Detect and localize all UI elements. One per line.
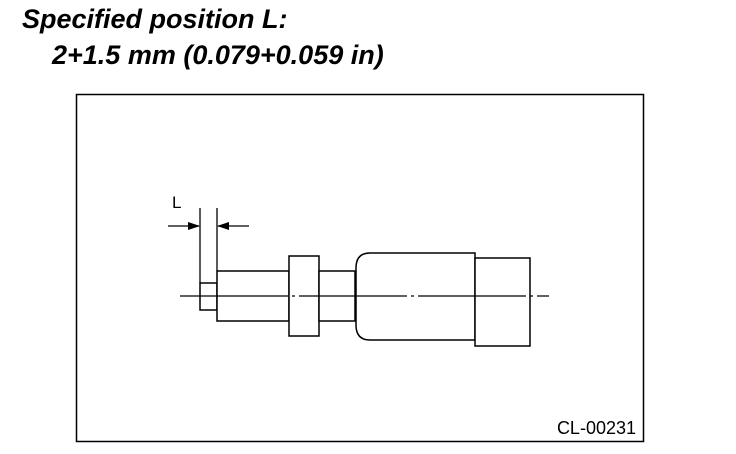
spec-value: 2+1.5 mm (0.079+0.059 in) <box>52 40 384 70</box>
shaft-barrel <box>355 252 476 341</box>
figure-code: CL-00231 <box>557 418 636 438</box>
figure-frame <box>75 93 645 443</box>
shaft <box>199 252 531 347</box>
dimension-label: L <box>172 193 181 212</box>
spec-title: Specified position L: <box>22 4 288 34</box>
shaft-end-block <box>474 257 531 347</box>
